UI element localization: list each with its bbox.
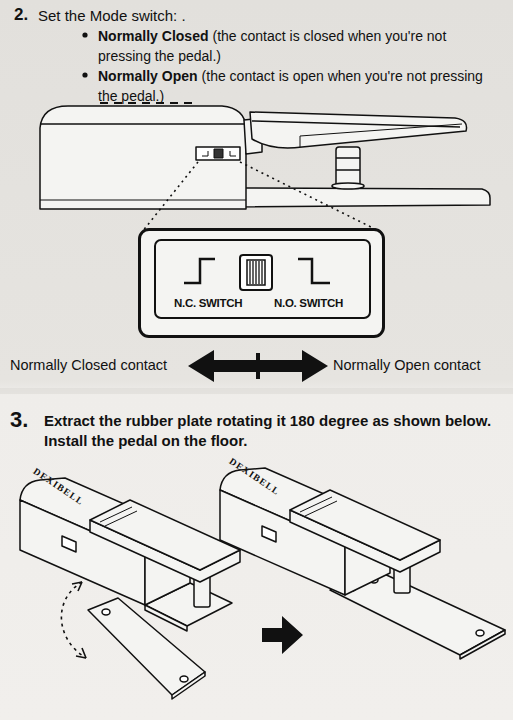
leader-line xyxy=(240,162,381,232)
page-fold xyxy=(0,388,513,394)
switch-label: N.O. SWITCH xyxy=(274,297,343,309)
step-heading: Extract the rubber plate rotating it 180… xyxy=(44,411,506,451)
mode-label: Normally Open contact xyxy=(333,357,480,373)
step-number: 2. xyxy=(14,5,28,25)
pedal-side-view xyxy=(40,103,490,209)
bullet-text: Normally Open(the contact is open when y… xyxy=(98,66,494,106)
step-heading: Set the Mode switch: . xyxy=(38,7,186,24)
mode-label: Normally Closed contact xyxy=(10,357,167,373)
bullet-term: Normally Open xyxy=(98,68,198,84)
big-arrow xyxy=(262,616,303,654)
step-number: 3. xyxy=(10,407,28,433)
double-arrow xyxy=(188,350,328,382)
switch-label: N.C. SWITCH xyxy=(174,297,242,309)
bullet-term: Normally Closed xyxy=(98,28,208,44)
leader-line xyxy=(142,162,198,232)
pedal-plate-extended xyxy=(220,468,505,659)
pedal-plate-folded xyxy=(20,478,240,699)
switch-callout-box: N.C. SWITCH N.O. SWITCH xyxy=(138,228,385,338)
bullet-dot xyxy=(82,72,87,77)
bullet-text: Normally Closed(the contact is closed wh… xyxy=(98,26,494,66)
bullet-dot xyxy=(82,32,87,37)
